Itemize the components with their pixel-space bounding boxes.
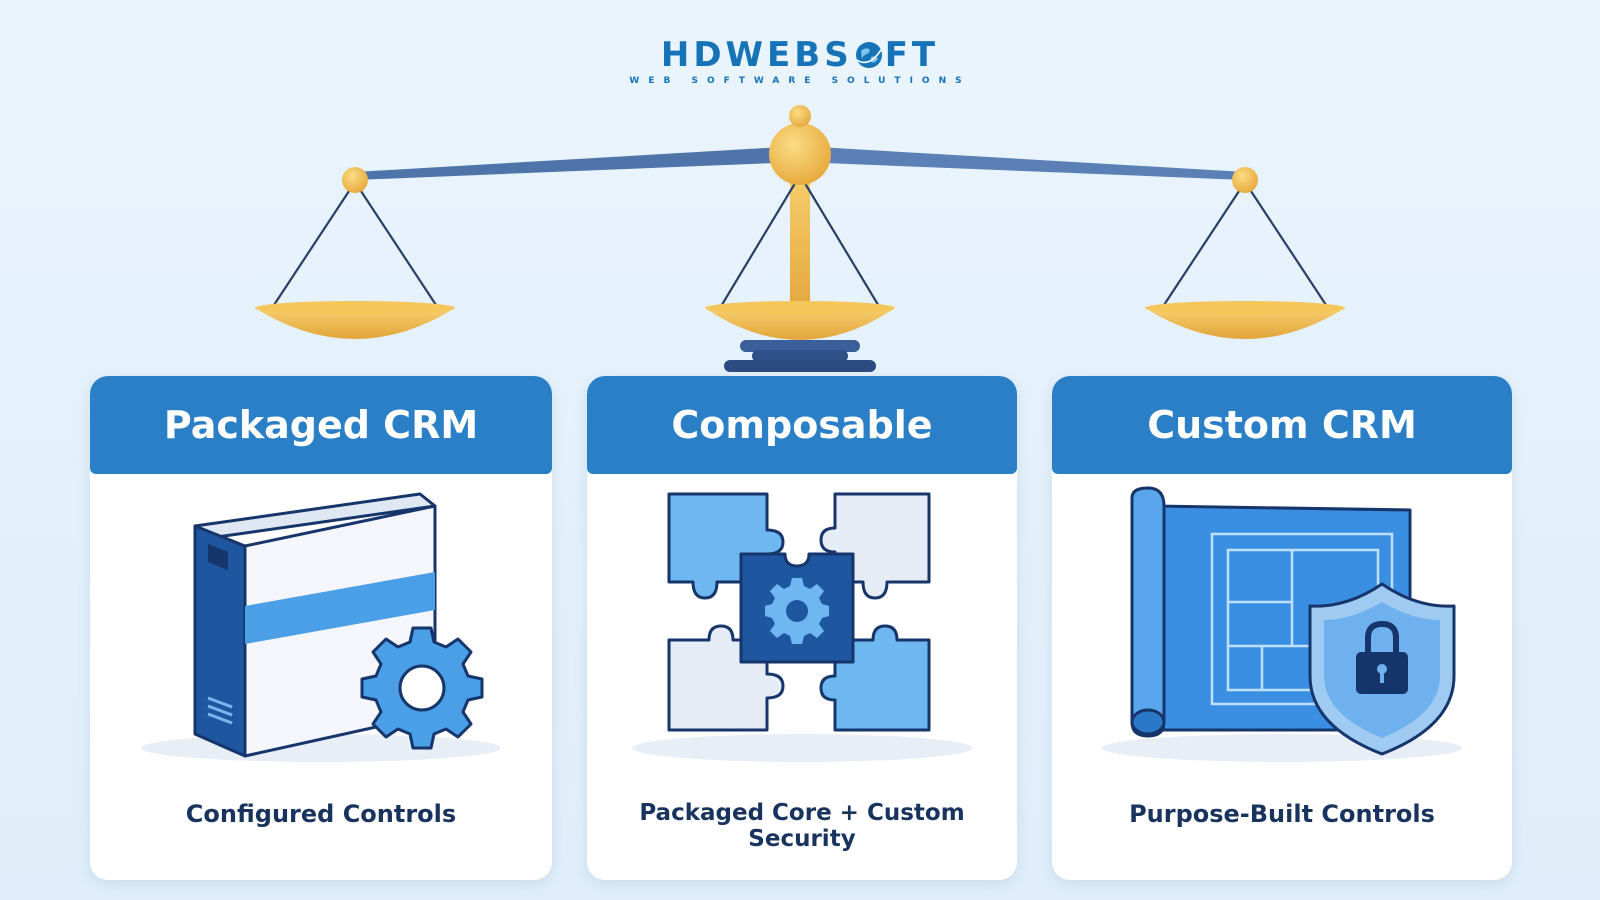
scale-pan-right: [1145, 301, 1345, 339]
brand-tagline: WEB SOFTWARE SOLUTIONS: [629, 76, 971, 86]
scale-knob-left: [342, 167, 368, 193]
balance-scale-icon: [255, 105, 1345, 372]
scale-base: [724, 340, 876, 372]
software-box-gear-icon: [141, 492, 501, 762]
globe-icon: [855, 42, 882, 68]
brand-name-part2: FT: [884, 35, 940, 75]
brand-name-part1: HDWEBS: [660, 35, 853, 75]
card-packaged-crm: Packaged CRM Configured Controls: [90, 376, 552, 880]
card-caption: Packaged Core + Custom Security: [639, 800, 965, 852]
card-title: Packaged CRM: [90, 376, 552, 474]
card-caption: Configured Controls: [185, 800, 457, 828]
card-composable: Composable Packaged Core + Custom Securi…: [587, 376, 1017, 880]
scale-post: [790, 170, 810, 320]
brand-name: HDWEBS FT: [661, 38, 939, 72]
scale-pan-center: [705, 301, 895, 340]
card-title: Composable: [587, 376, 1017, 474]
card-custom-crm: Custom CRM Purpose-Built Controls: [1052, 376, 1512, 880]
card-title: Custom CRM: [1052, 376, 1512, 474]
blueprint-shield-lock-icon: [1102, 486, 1462, 762]
scale-pan-left: [255, 301, 455, 339]
brand-logo: HDWEBS FT WEB SOFTWARE SOLUTIONS: [0, 38, 1600, 86]
scale-knob-right: [1232, 167, 1258, 193]
puzzle-gear-icon: [632, 492, 972, 762]
scale-pivot-ball: [769, 123, 831, 185]
card-caption: Purpose-Built Controls: [1129, 800, 1435, 828]
scale-beam: [355, 146, 800, 180]
